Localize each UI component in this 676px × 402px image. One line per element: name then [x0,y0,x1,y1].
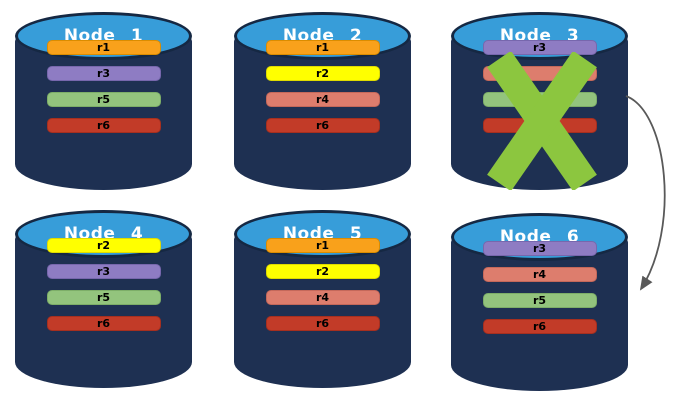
cylinder-body [234,234,411,388]
replica-list: r3 [482,40,597,133]
replica-label: r5 [96,93,111,106]
node-6: r3 r4 r5 r6 Node 6 [451,213,628,393]
replica-bar: r6 [265,316,380,331]
replica-bar: r2 [265,264,380,279]
replica-label: r3 [96,67,111,80]
cylinder-top: Node 6 [451,213,628,261]
replica-bar: r1 [265,40,380,55]
replica-label: r4 [532,268,547,281]
replica-label: r6 [315,317,330,330]
replica-label: r6 [96,119,111,132]
replica-label: r3 [532,41,547,54]
replica-label: r5 [532,294,547,307]
replica-label: r2 [315,67,330,80]
replica-list: r1 r3 r5 r6 [46,40,161,133]
node-5: r1 r2 r4 r6 Node 5 [234,210,411,390]
replica-label: r3 [532,242,547,255]
replica-bar: r2 [265,66,380,81]
replica-bar: r6 [265,118,380,133]
replica-label: r1 [96,41,111,54]
cylinder-body [234,36,411,190]
replica-bar: r6 [46,316,161,331]
replica-label: r5 [96,291,111,304]
replica-bar [482,66,597,81]
replica-bar: r6 [482,319,597,334]
replica-label: r6 [96,317,111,330]
replica-list: r3 r4 r5 r6 [482,241,597,334]
replica-bar: r4 [265,92,380,107]
replica-label: r1 [315,239,330,252]
cylinder-body [15,234,192,388]
replica-bar: r5 [46,92,161,107]
failover-arrow-path [625,95,666,291]
replica-label: r1 [315,41,330,54]
replica-label: r4 [315,291,330,304]
cylinder-body [451,237,628,391]
replica-bar: r6 [46,118,161,133]
replica-label: r3 [96,265,111,278]
replica-list: r1 r2 r4 r6 [265,40,380,133]
replica-label: r6 [532,320,547,333]
replica-bar: r3 [482,241,597,256]
replica-label: r6 [315,119,330,132]
replica-bar: r3 [482,40,597,55]
replica-bar [482,118,597,133]
replica-bar [482,92,597,107]
replica-bar: r4 [265,290,380,305]
replica-bar: r2 [46,238,161,253]
replica-bar: r3 [46,264,161,279]
replica-bar: r1 [46,40,161,55]
replica-bar: r5 [46,290,161,305]
replica-label: r2 [315,265,330,278]
replica-bar: r4 [482,267,597,282]
replica-list: r1 r2 r4 r6 [265,238,380,331]
cylinder-top: Node 5 [234,210,411,258]
replica-bar: r1 [265,238,380,253]
replica-bar: r5 [482,293,597,308]
replica-label: r2 [96,239,111,252]
cylinder-body [15,36,192,190]
replica-label: r4 [315,93,330,106]
replica-bar: r3 [46,66,161,81]
replica-list: r2 r3 r5 r6 [46,238,161,331]
